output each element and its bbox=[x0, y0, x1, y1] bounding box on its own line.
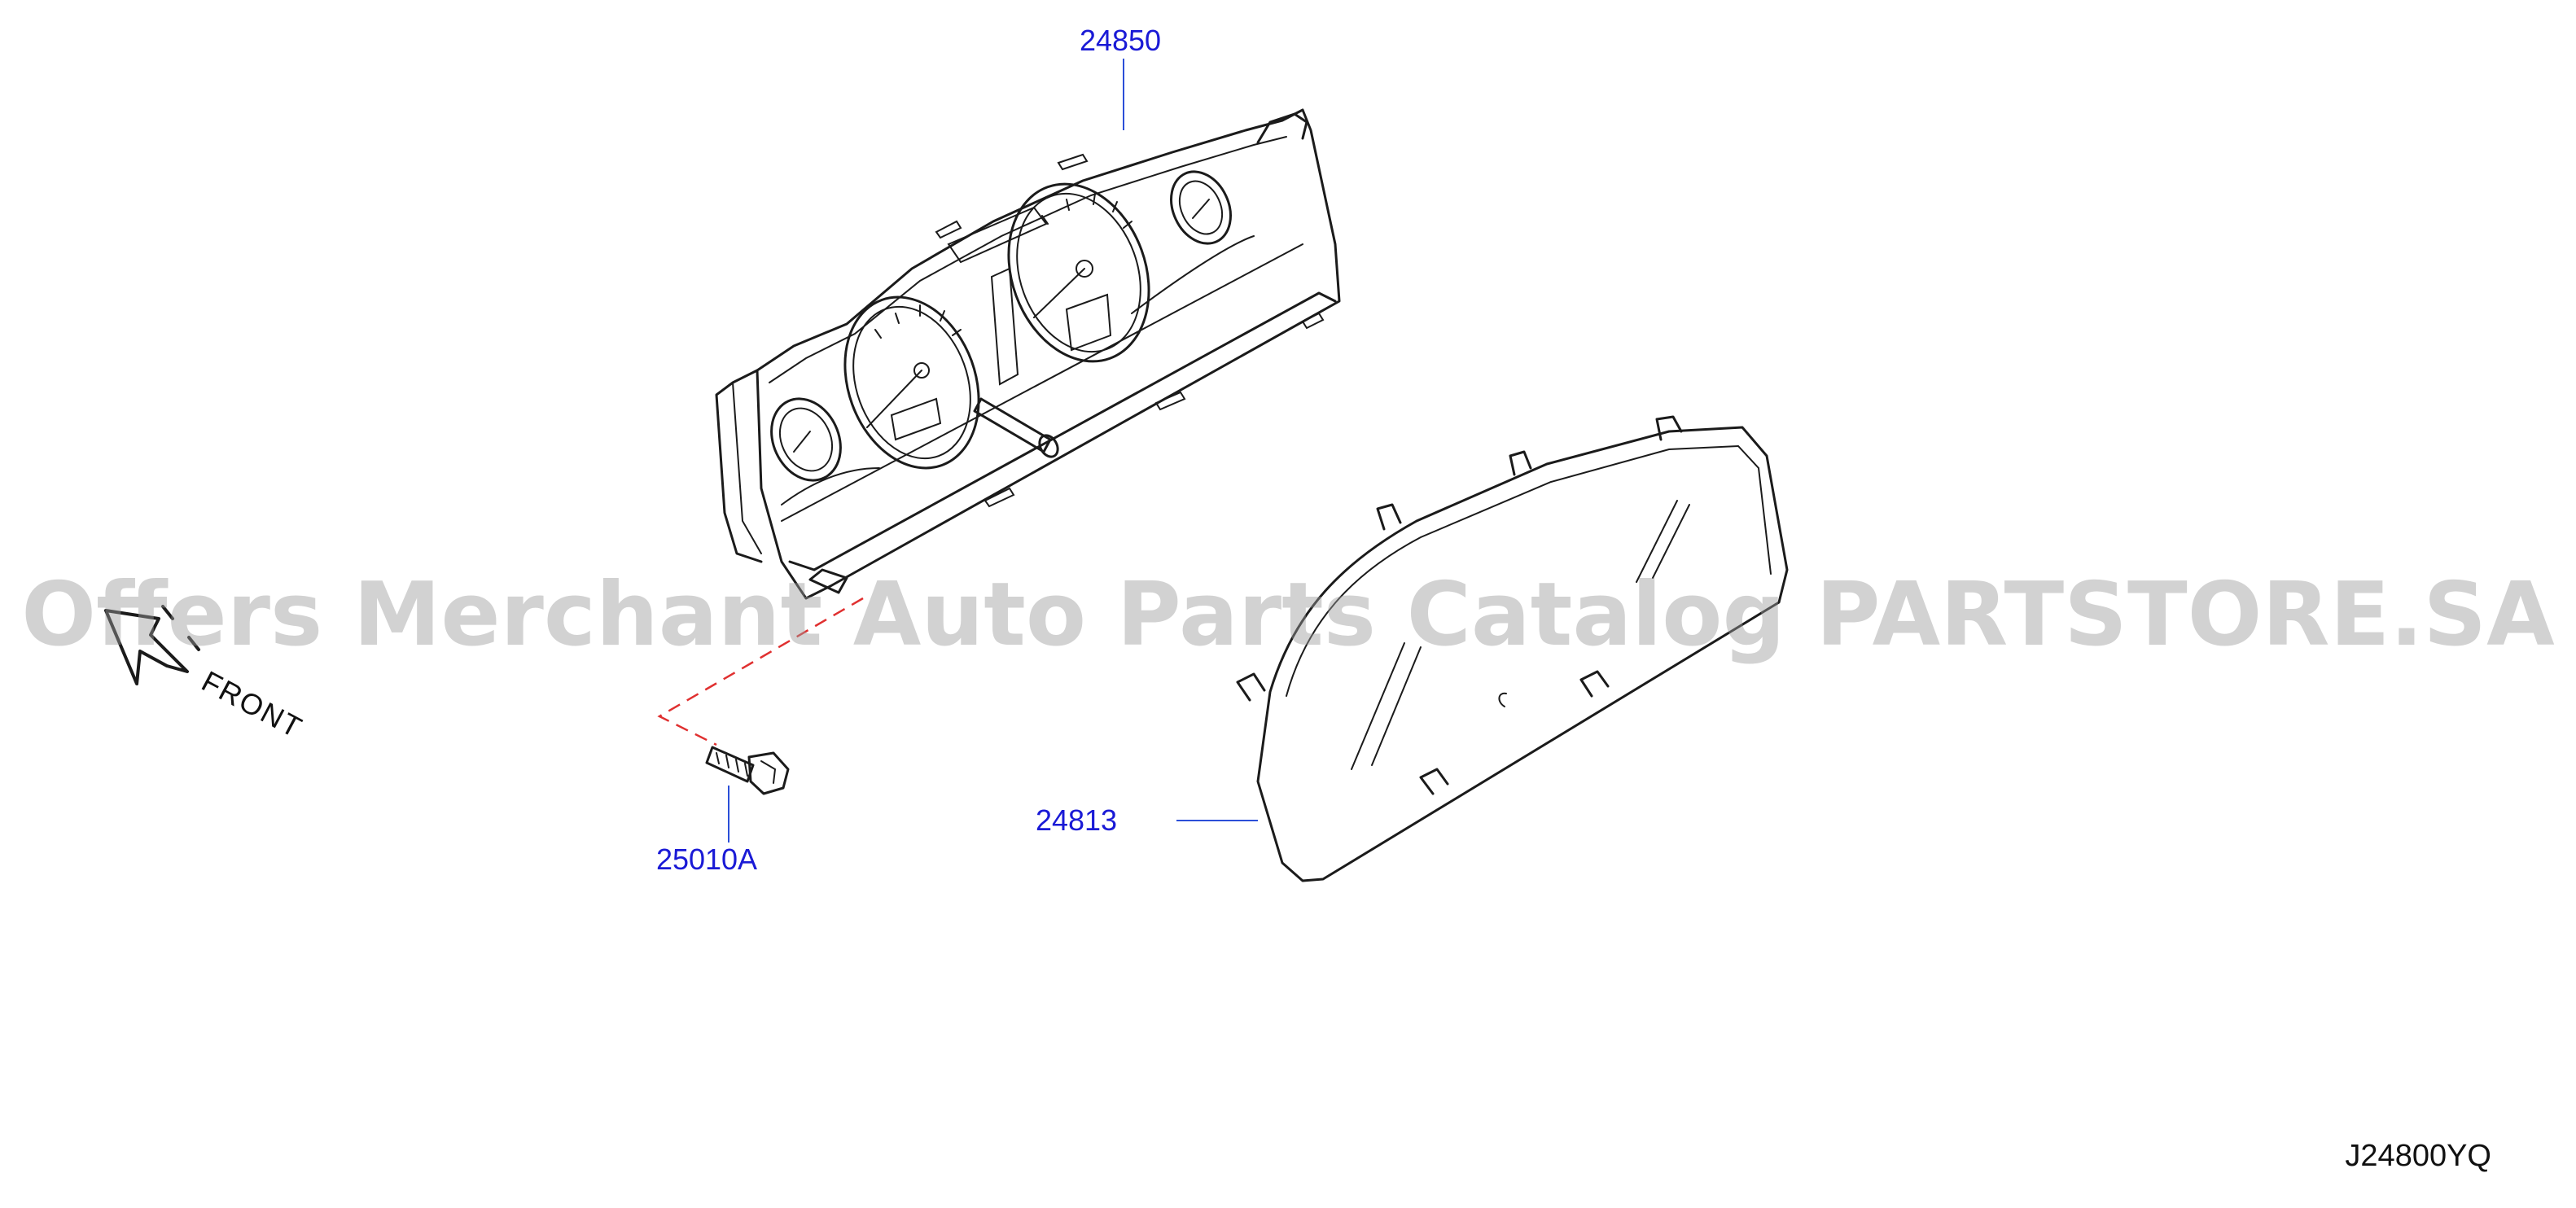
screw-location-dashed-line bbox=[657, 597, 864, 746]
front-label: FRONT bbox=[196, 664, 309, 745]
cluster-lens-drawing[interactable] bbox=[1236, 415, 1789, 882]
diagram-code: J24800YQ bbox=[2345, 1139, 2491, 1173]
front-arrow-icon bbox=[104, 605, 200, 685]
callout-24813[interactable]: 24813 bbox=[1036, 803, 1117, 837]
watermark-text: Offers Merchant Auto Parts Catalog PARTS… bbox=[21, 564, 2555, 666]
callout-25010A[interactable]: 25010A bbox=[656, 843, 757, 876]
instrument-cluster-drawing[interactable] bbox=[715, 108, 1341, 600]
callout-24850[interactable]: 24850 bbox=[1080, 24, 1161, 57]
screw-drawing[interactable] bbox=[705, 746, 790, 795]
